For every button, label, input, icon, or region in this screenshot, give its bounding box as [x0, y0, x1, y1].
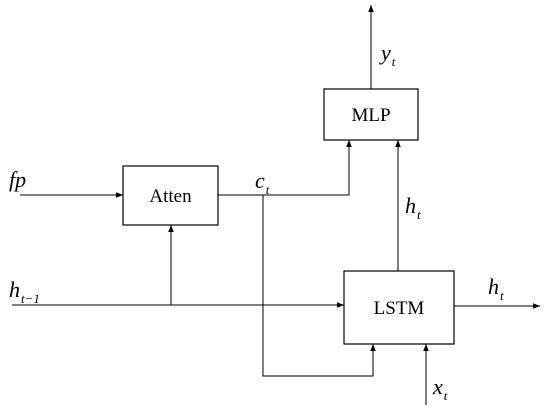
atten-block: Atten	[122, 165, 219, 226]
mlp-block: MLP	[323, 88, 419, 141]
yt-label: yt	[379, 40, 396, 69]
xt-label: xt	[432, 374, 448, 403]
ct-to-mlp-arrow	[218, 140, 352, 196]
lstm-block: LSTM	[343, 270, 455, 345]
fp-label: fp	[9, 167, 26, 192]
ht-out-label: ht	[488, 274, 504, 303]
hprev-label: ht−1	[9, 277, 40, 306]
ct-to-lstm-arrow	[262, 195, 376, 377]
atten-label: Atten	[149, 186, 192, 207]
lstm-label: LSTM	[374, 298, 425, 319]
ht-mid-label: ht	[405, 193, 421, 222]
mlp-label: MLP	[351, 105, 390, 126]
ct-label: ct	[255, 168, 270, 197]
